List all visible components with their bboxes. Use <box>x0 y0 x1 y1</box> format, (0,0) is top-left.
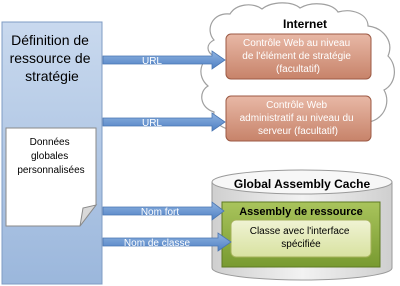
document-folded-corner <box>79 204 98 227</box>
site-web-control-text: Contrôle Web au niveau de l'élément de s… <box>242 38 353 75</box>
class-interface-box <box>230 219 372 258</box>
internet-label: Internet <box>283 17 327 31</box>
strong-name-arrow <box>102 201 225 221</box>
custom-data-text: Données globales personnalisées <box>17 137 84 176</box>
class-name-arrow <box>102 232 232 252</box>
url-arrow-2-label: URL <box>142 118 162 129</box>
class-name-label: Nom de classe <box>124 238 191 249</box>
strong-name-label: Nom fort <box>141 207 180 218</box>
site-web-control-box <box>225 33 372 80</box>
class-interface-text: Classe avec l'interface spécifiée <box>250 226 353 250</box>
resource-assembly-label: Assembly de ressource <box>239 206 363 218</box>
server-web-control-text: Contrôle Web administratif au niveau du … <box>240 100 357 137</box>
policy-definition-title: Définition de ressource de stratégie <box>10 32 95 84</box>
url-arrow-2 <box>102 112 226 132</box>
gac-title: Global Assembly Cache <box>234 177 371 191</box>
server-web-control-box <box>225 95 372 142</box>
url-arrow-1 <box>102 50 226 70</box>
url-arrow-1-label: URL <box>142 56 162 67</box>
